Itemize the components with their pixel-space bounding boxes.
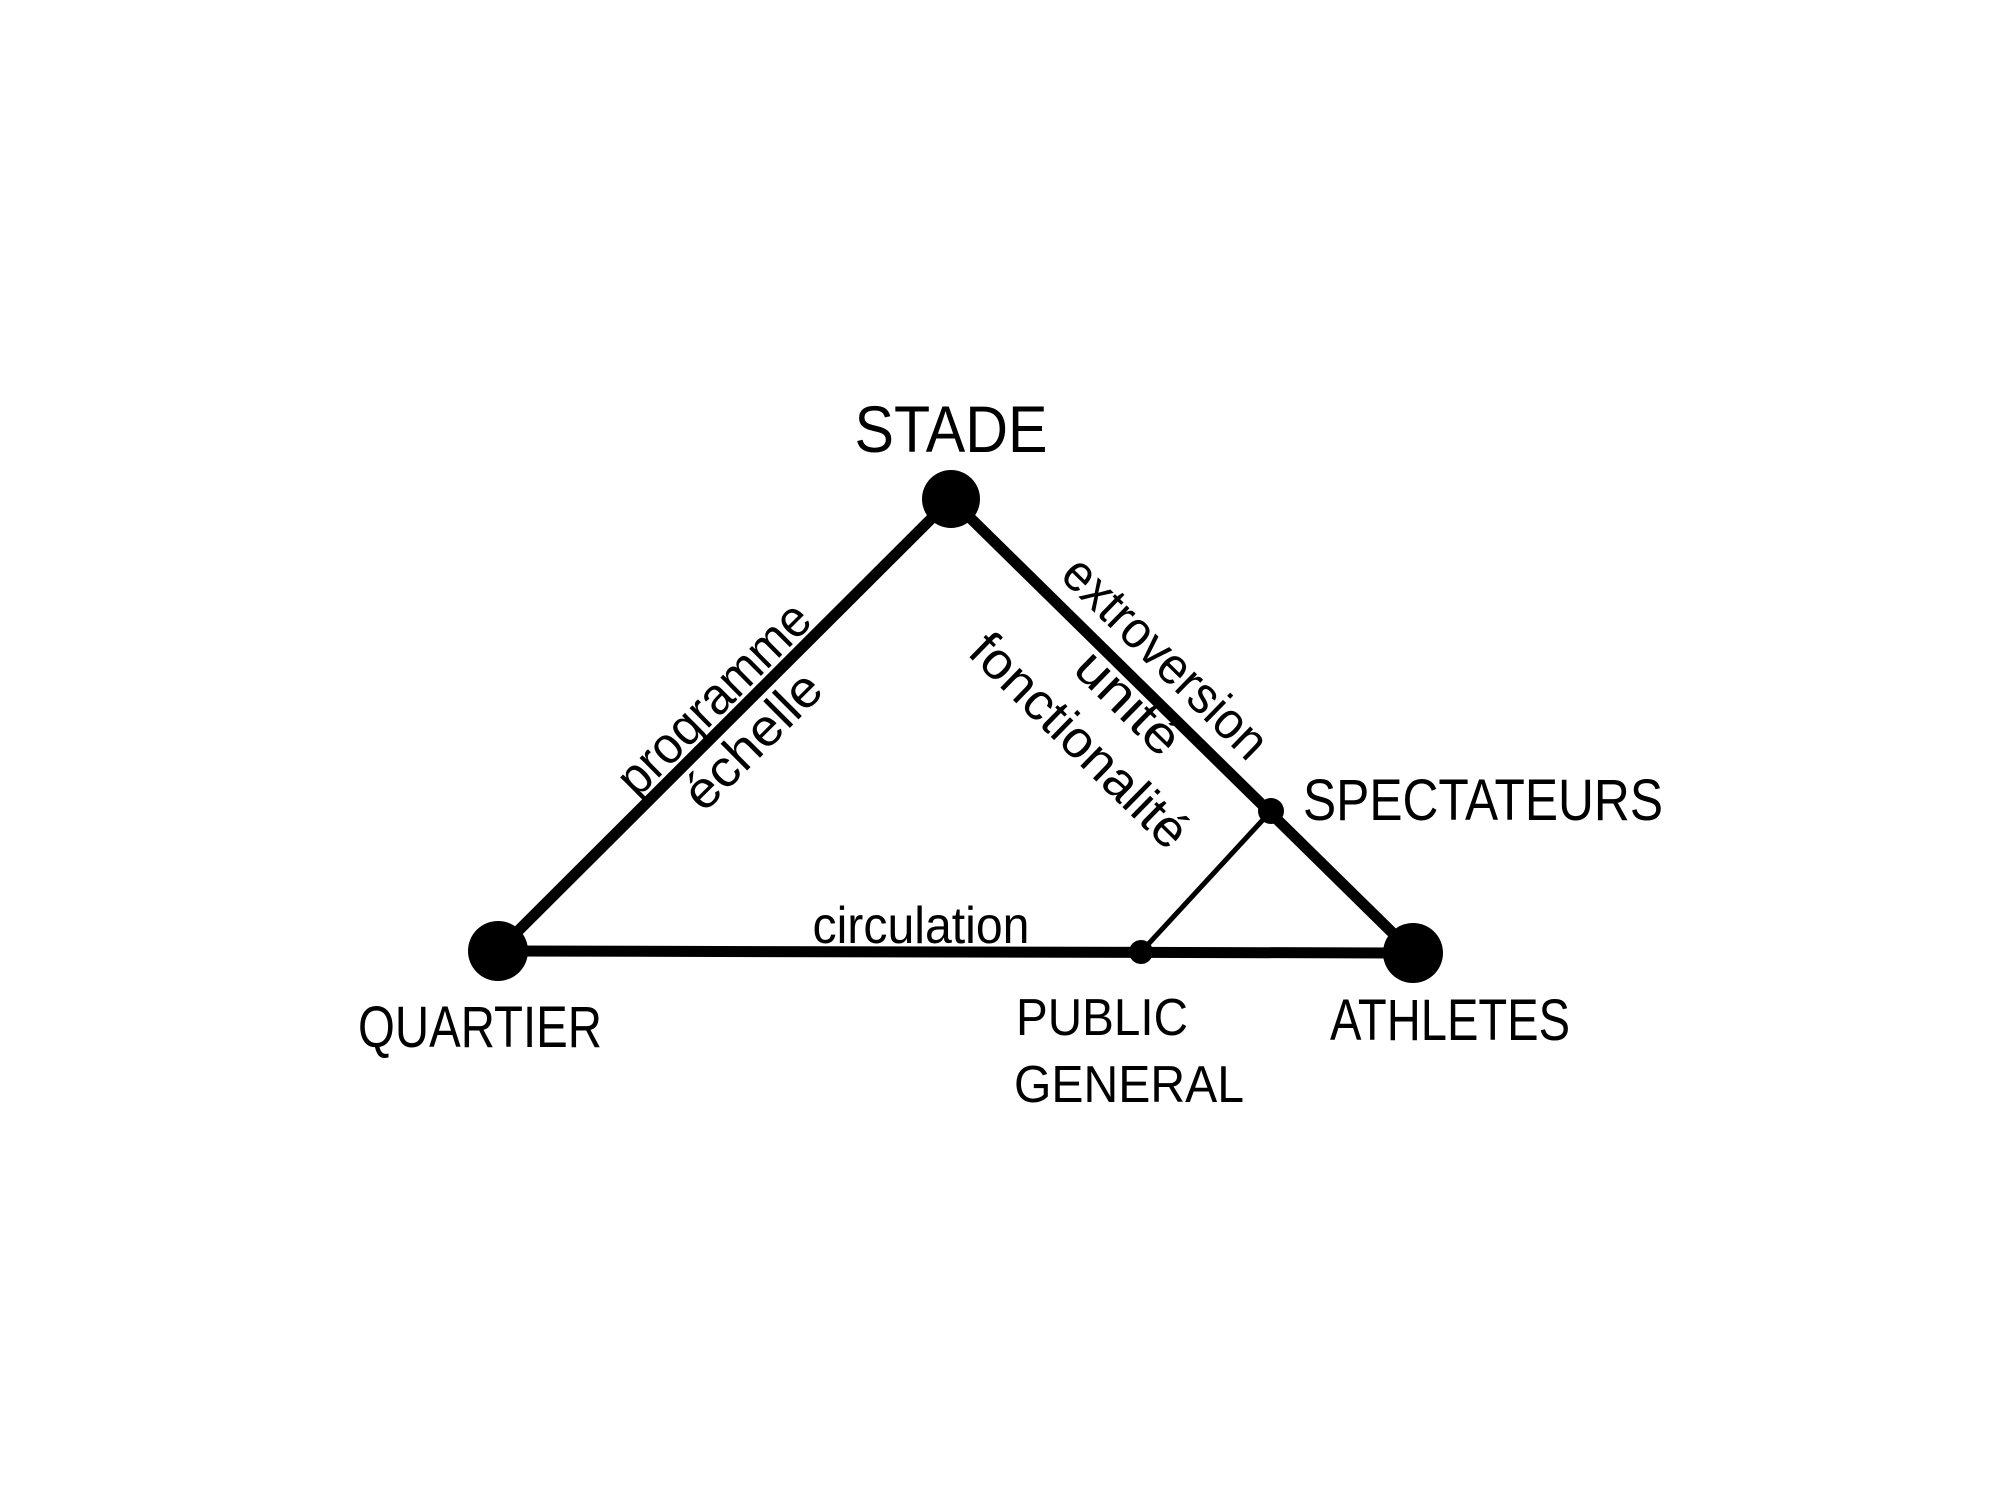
edge-quartier-athletes <box>497 945 1414 959</box>
node-dot-quartier <box>468 921 528 981</box>
node-dot-spectateurs <box>1258 798 1284 824</box>
node-label-stade: STADE <box>855 392 1048 466</box>
edge-publicgeneral-spectateurs <box>1139 809 1273 954</box>
node-label-public: PUBLIC <box>1016 989 1188 1047</box>
node-label-spectateurs: SPECTATEURS <box>1303 768 1663 833</box>
node-labels: STADE QUARTIER ATHLETES SPECTATEURS PUBL… <box>358 392 1663 1114</box>
nodes <box>468 470 1443 983</box>
edge-label-circulation: circulation <box>813 897 1030 955</box>
node-dot-athletes <box>1383 923 1443 983</box>
node-dot-public-general <box>1129 940 1153 964</box>
edges <box>494 495 1417 959</box>
edge-stade-athletes <box>947 495 1417 957</box>
edge-quartier-stade <box>494 495 955 955</box>
node-label-general: GENERAL <box>1014 1056 1244 1114</box>
edge-labels: programme échelle extroversion unité fon… <box>605 544 1280 955</box>
node-dot-stade <box>922 470 980 528</box>
node-label-athletes: ATHLETES <box>1330 988 1570 1053</box>
node-label-quartier: QUARTIER <box>358 995 602 1060</box>
